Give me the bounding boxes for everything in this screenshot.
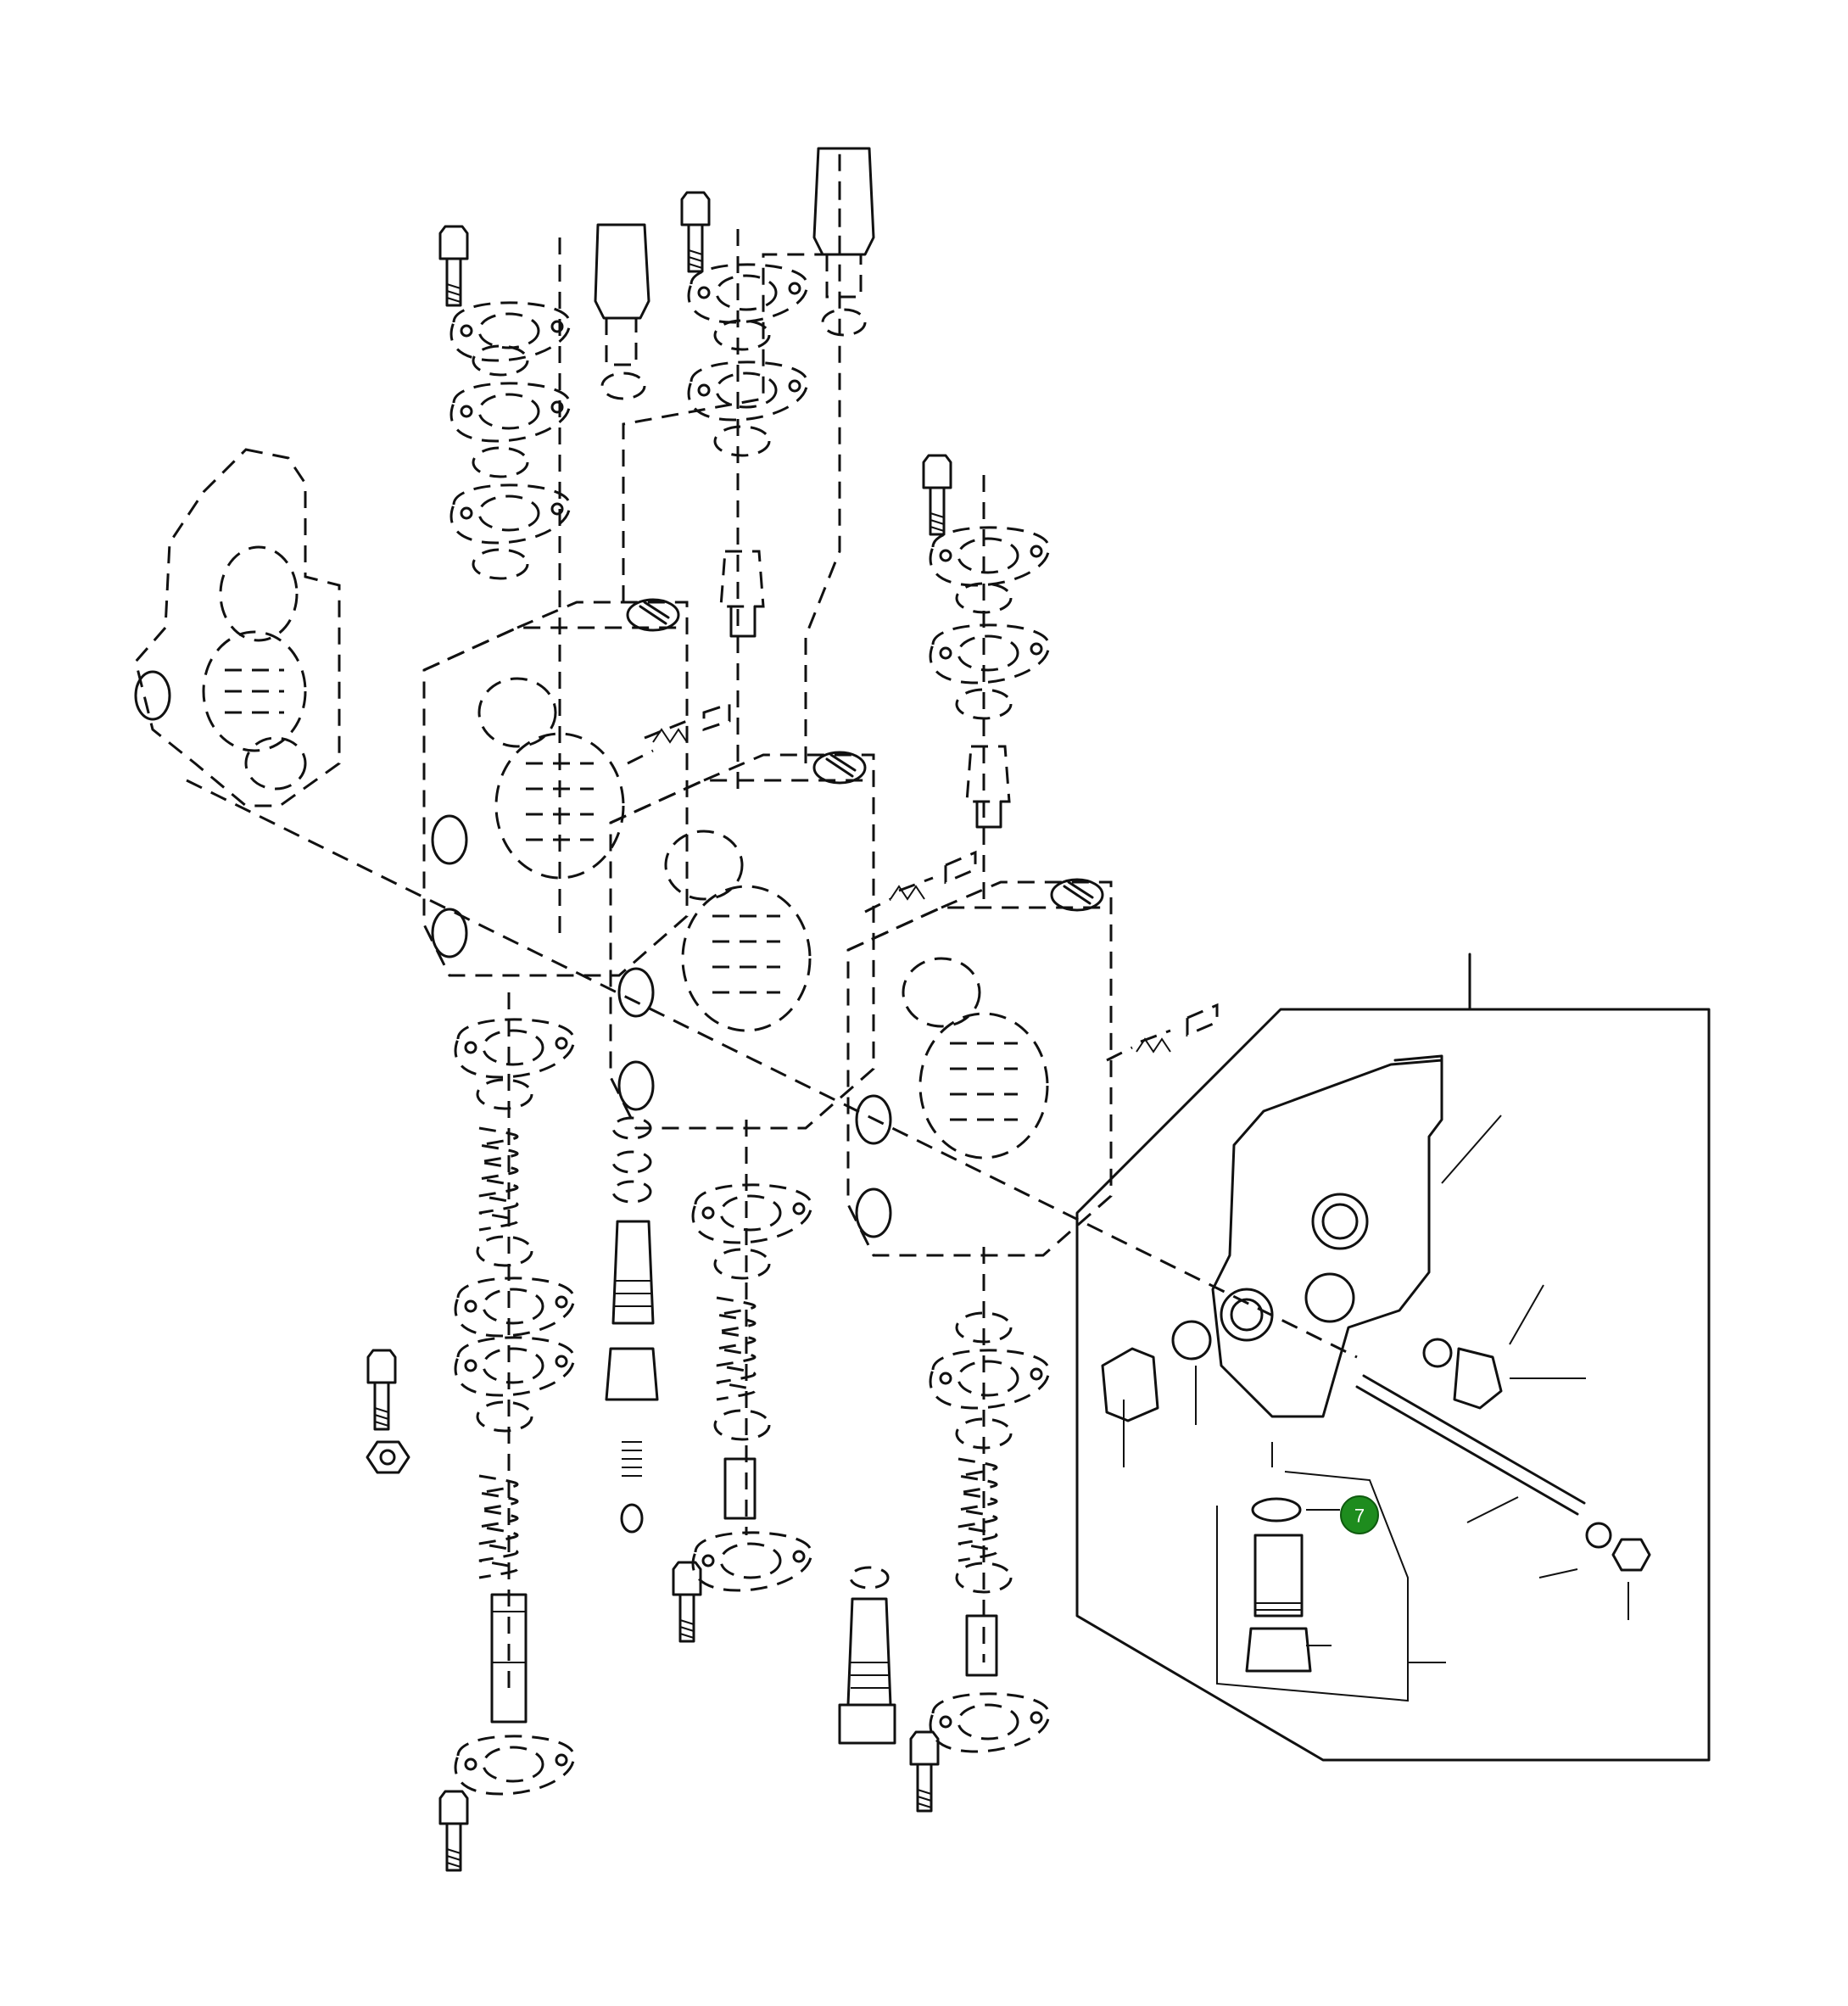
flange — [449, 301, 571, 362]
check-valve-poppet — [719, 550, 765, 638]
flange — [929, 1349, 1050, 1410]
bolt — [672, 1561, 702, 1643]
plug-and-spring — [627, 701, 731, 765]
o-ring — [476, 1400, 533, 1433]
o-ring — [472, 446, 529, 478]
relief-valve-cartridge — [812, 147, 875, 337]
check-valve-assembly — [838, 1566, 896, 1745]
flange — [691, 1183, 812, 1244]
nut — [366, 1440, 410, 1474]
flange — [449, 382, 571, 443]
assembly-axis-line — [186, 779, 1358, 1359]
flange — [449, 483, 571, 545]
outlet-section-body — [1211, 1054, 1443, 1418]
o-ring — [713, 1409, 771, 1441]
spring — [715, 1296, 757, 1401]
callout-label-7: 7 — [1354, 1506, 1365, 1527]
spool-end — [490, 1593, 528, 1724]
spring — [477, 1474, 519, 1579]
port-plug — [1422, 1338, 1503, 1410]
bolt — [366, 1349, 397, 1431]
flange — [929, 623, 1050, 684]
spool-end — [965, 1614, 998, 1677]
outlet-section-group-outline — [1075, 953, 1711, 1762]
valve-section-3 — [846, 878, 1113, 1257]
spool-end — [723, 1457, 757, 1520]
valve-section-2 — [609, 751, 875, 1130]
spring — [957, 1457, 998, 1562]
bolt — [922, 454, 952, 536]
flange — [454, 1018, 575, 1079]
bolt — [680, 191, 711, 273]
o-ring — [713, 1248, 771, 1280]
bolt — [438, 1790, 469, 1872]
flange — [687, 360, 808, 422]
flange — [454, 1277, 575, 1338]
plug-and-spring — [864, 850, 977, 914]
callout-leader-lines — [1123, 1115, 1629, 1702]
o-ring — [476, 1235, 533, 1267]
assembly-axis-line — [622, 153, 841, 602]
o-ring — [713, 425, 771, 457]
port-plug — [1101, 1320, 1212, 1422]
check-valve-assembly — [605, 1116, 659, 1534]
valve-section-1 — [422, 598, 689, 977]
assembly-axis-line — [804, 178, 841, 763]
flange — [929, 1692, 1050, 1753]
callout-hotspot-7[interactable]: 7 — [1340, 1495, 1379, 1534]
flange — [929, 526, 1050, 587]
bolt — [438, 225, 469, 307]
relief-valve-cartridge — [594, 223, 650, 400]
check-valve-poppet — [965, 745, 1011, 829]
tie-rod — [1355, 1374, 1651, 1572]
o-ring — [713, 319, 771, 351]
flange — [691, 1531, 812, 1592]
o-ring — [476, 1078, 533, 1110]
flange — [454, 1336, 575, 1397]
bolt — [909, 1730, 940, 1813]
flange — [454, 1735, 575, 1796]
plug-and-spring — [1106, 1003, 1219, 1062]
flange — [687, 263, 808, 324]
spring — [477, 1126, 519, 1232]
inlet-section — [134, 448, 341, 807]
relief-cartridge — [1245, 1497, 1312, 1673]
o-ring — [472, 548, 529, 580]
